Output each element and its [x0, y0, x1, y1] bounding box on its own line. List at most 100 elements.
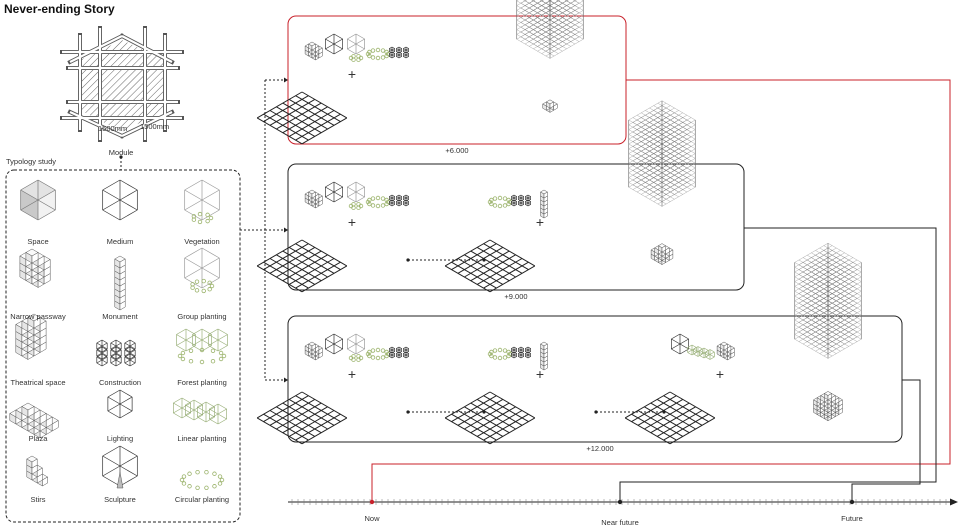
plus-sign: + — [347, 214, 357, 230]
cube-array — [304, 189, 323, 209]
small-cube — [699, 347, 709, 359]
cube-array — [716, 341, 735, 361]
stage-panel-3 — [256, 243, 903, 445]
icon-row — [487, 341, 549, 371]
small-cube — [511, 351, 517, 359]
small-cube — [396, 46, 402, 54]
typology-item-label: Monument — [102, 312, 138, 321]
typology-item-label: Group planting — [177, 312, 227, 321]
typology-item-label: Forest planting — [177, 378, 227, 387]
stage-panel-1 — [256, 0, 627, 145]
connector-dot — [119, 155, 123, 159]
small-cube — [208, 328, 228, 352]
typology-item-label: Sculpture — [104, 495, 136, 504]
built-cubes — [813, 391, 843, 422]
timeline — [288, 498, 958, 506]
ground-grid — [256, 91, 348, 145]
small-cube — [525, 346, 531, 354]
stage-border — [287, 163, 745, 291]
timeline-marker-label: Future — [841, 514, 863, 523]
group-planting-icon — [184, 247, 220, 294]
small-cube — [389, 346, 395, 354]
stage-element-icon — [324, 33, 344, 55]
cube-array — [15, 313, 47, 360]
ground-grid — [624, 391, 716, 445]
small-cube — [511, 346, 517, 354]
typology-item-label: Stirs — [30, 495, 46, 504]
stage-element-icon — [539, 189, 549, 219]
stage-level-label: +9.000 — [504, 292, 528, 301]
small-cube — [389, 51, 395, 59]
small-cube — [687, 344, 697, 356]
module-label: Module — [108, 148, 134, 157]
built-cubes — [542, 99, 558, 113]
small-cube — [525, 351, 531, 359]
small-cube — [124, 339, 136, 353]
module-drawing — [60, 26, 184, 142]
stage-element-icon — [346, 181, 366, 210]
stage-border — [287, 315, 903, 443]
typology-item-label: Plaza — [28, 434, 48, 443]
cube-shape — [184, 179, 220, 221]
module-dim-a: 1500mm — [98, 124, 128, 133]
typology-panel — [5, 169, 241, 523]
stage-element-icon — [324, 333, 344, 355]
timeline-marker — [369, 499, 375, 505]
cube-shape — [184, 247, 220, 289]
cube-shape — [324, 33, 344, 55]
plant-ring — [487, 347, 513, 361]
small-cube — [525, 199, 531, 207]
small-cube — [389, 46, 395, 54]
timeline-marker-label: Near future — [601, 518, 639, 527]
small-cube — [110, 353, 122, 367]
typology-item-label: Circular planting — [174, 495, 230, 504]
arrow-head — [284, 77, 288, 83]
link-dot — [406, 258, 410, 262]
circular-planting-icon — [179, 470, 225, 490]
small-cube — [403, 46, 409, 54]
plant-dots — [348, 202, 364, 210]
linear-planting-icon — [172, 397, 228, 425]
cube-shape — [324, 181, 344, 203]
plant-dots — [348, 354, 364, 362]
cube-cluster-icon — [19, 248, 51, 288]
typology-item-label: Construction — [98, 378, 142, 387]
timeline-marker — [849, 499, 855, 505]
small-cube — [525, 194, 531, 202]
small-cube — [511, 194, 517, 202]
stage-element-icon — [304, 189, 323, 209]
timeline-marker-label: Now — [364, 514, 380, 523]
plus-sign: + — [535, 214, 545, 230]
link-dot — [406, 410, 410, 414]
solid-cube-icon — [20, 179, 56, 221]
cube-block-icon — [15, 313, 47, 360]
typology-item-label: Lighting — [106, 434, 134, 443]
plant-ring — [365, 347, 391, 361]
timeline-arrow — [950, 498, 958, 506]
ground-grid — [444, 391, 536, 445]
stage-element-icon — [487, 347, 513, 361]
cube-array — [539, 189, 549, 219]
plant-dots — [191, 211, 214, 225]
stage-border — [287, 15, 627, 145]
vegetation-cube-icon — [184, 179, 220, 225]
ground-grid — [256, 391, 348, 445]
plant-dots — [190, 278, 215, 294]
stage-element-icon — [487, 195, 513, 209]
icon-row — [304, 333, 409, 362]
icon-row — [304, 33, 409, 62]
link-dot — [594, 410, 598, 414]
small-cube — [403, 199, 409, 207]
cube-shape — [324, 333, 344, 355]
small-cube — [705, 349, 715, 360]
small-cube — [403, 351, 409, 359]
arrow-head — [284, 377, 288, 383]
small-cube — [172, 397, 192, 419]
small-cube — [518, 199, 524, 207]
plus-sign: + — [535, 366, 545, 382]
cube-array — [539, 341, 549, 371]
cube-array — [114, 255, 126, 311]
typology-item-label: Medium — [106, 237, 134, 246]
small-cube — [208, 403, 228, 425]
result-tower — [516, 0, 584, 59]
